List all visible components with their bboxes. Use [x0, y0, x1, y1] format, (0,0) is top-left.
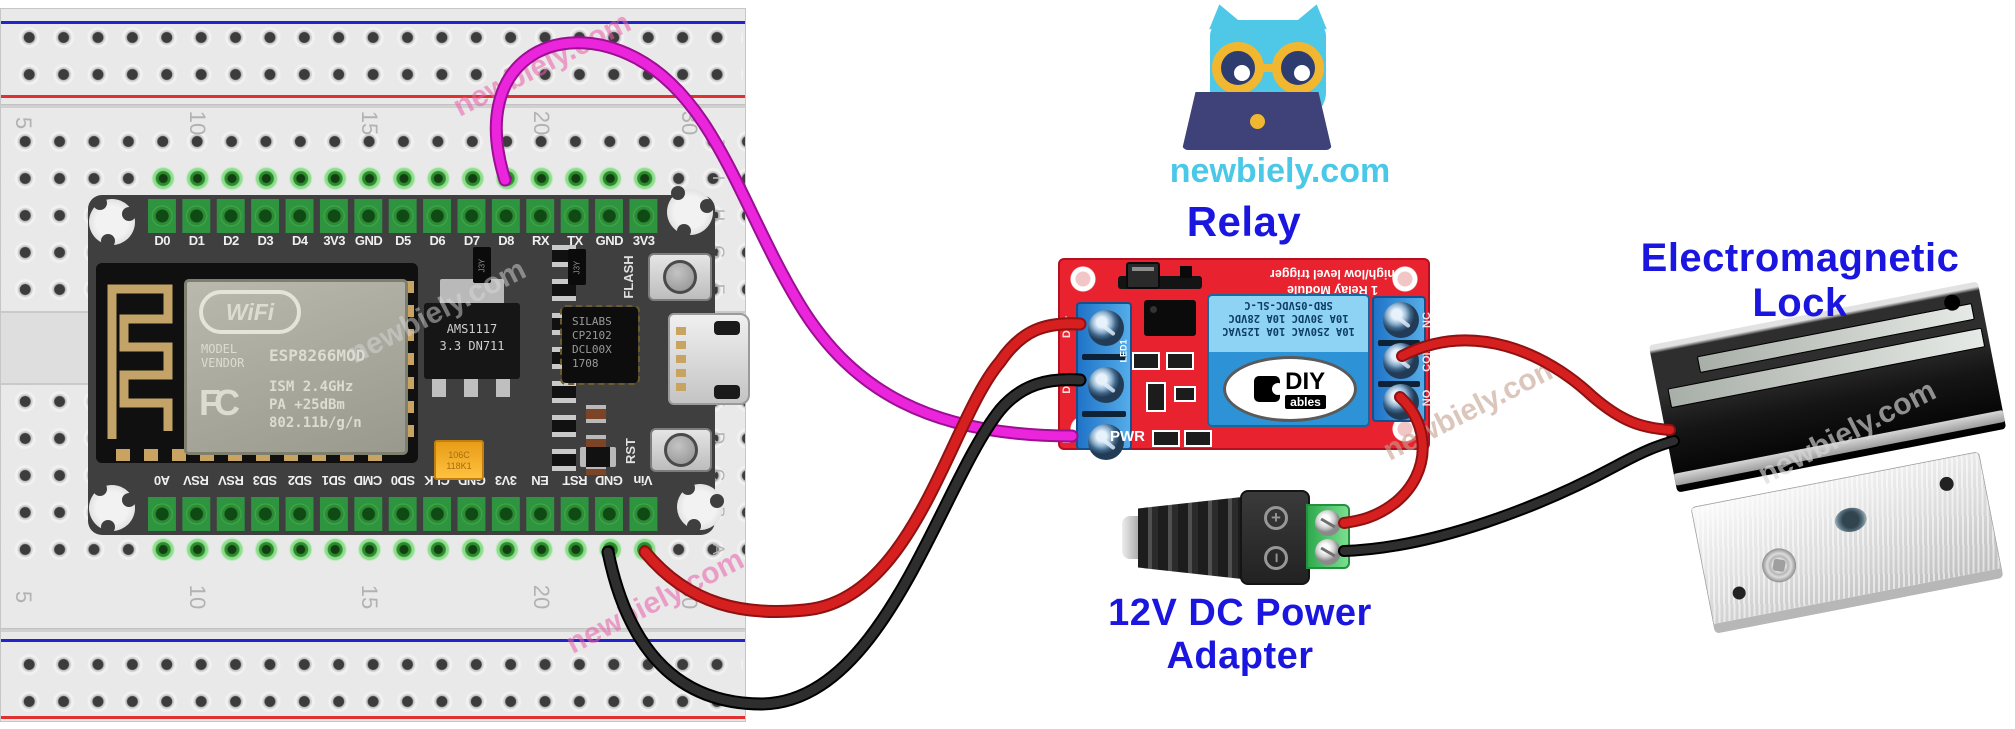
pin-label: D7 — [463, 233, 480, 248]
top-pin-pads — [145, 199, 661, 233]
usb-pin — [714, 321, 740, 335]
pcb-hole — [1392, 266, 1418, 292]
wifi-logo: WiFi — [199, 290, 301, 334]
di-symbol — [1254, 376, 1285, 402]
pin-label: D2 — [223, 233, 239, 248]
lock-title: Electromagnetic Lock — [1640, 236, 1960, 325]
signal-wire-d8-to-in — [491, 38, 1077, 441]
lock-red-wire-com-to-lock — [1398, 336, 1674, 434]
owl-glasses-left — [1212, 42, 1264, 94]
barrel-jack-ridges — [1138, 497, 1242, 579]
regulator-leg — [464, 379, 478, 397]
regulator-leg — [496, 379, 510, 397]
mounting-hole — [667, 186, 714, 238]
pin-label: RX — [531, 233, 550, 248]
smd-resistor — [1166, 352, 1194, 370]
regulator-leg — [432, 379, 446, 397]
usb-contact-fingers — [676, 327, 686, 391]
flash-button — [648, 253, 712, 301]
pin-label: 3V3 — [632, 233, 655, 248]
pin-label: GND — [354, 233, 383, 248]
polarity-minus-symbol: − — [1264, 546, 1288, 570]
regulator-tab — [440, 279, 504, 305]
smd-resistor — [1132, 352, 1160, 370]
smd-resistor — [1152, 430, 1180, 447]
wifi-antenna-trace — [107, 284, 173, 439]
brand-diy: DIY — [1285, 367, 1326, 395]
green-connected-row-top — [146, 160, 664, 197]
laptop-icon — [1182, 92, 1332, 150]
terminal-screw-dc-plus — [1088, 310, 1124, 346]
barrel-jack-body: + − — [1240, 490, 1310, 585]
mounting-hole — [89, 196, 136, 248]
relay-title: Relay — [1186, 198, 1302, 245]
newbiely-logo: newbiely.com — [1170, 0, 1400, 196]
ground-wire-gnd-to-dcminus — [603, 375, 1085, 709]
pin-label: D1 — [188, 233, 205, 248]
usb-pin — [714, 385, 740, 399]
module-name: ESP8266MOD — [269, 346, 366, 365]
adapter-title: 12V DC Power Adapter — [1108, 592, 1372, 677]
pin-label: D4 — [291, 233, 308, 248]
bottom-rail-red-line — [1, 716, 745, 719]
terminal-screw-dc-minus — [1088, 367, 1124, 403]
terminal-screw-in — [1088, 424, 1124, 460]
terminal-screw-nc — [1383, 302, 1419, 338]
power-wire-outline — [638, 317, 1087, 619]
relay-cube: 10A 250VAC 10A 125VAC 10A 30VDC 10A 28VD… — [1207, 294, 1370, 427]
trigger-select-jumper — [1118, 260, 1202, 294]
owl-glasses-right — [1272, 42, 1324, 94]
pin-label: TX — [567, 233, 583, 248]
adapter-screw-minus — [1315, 539, 1341, 565]
pcb-hole — [1070, 266, 1096, 292]
bottom-pin-pads — [145, 497, 661, 531]
smd-diode — [1174, 386, 1196, 402]
pin-label: GND — [595, 233, 624, 248]
adapter-red-wire-no-to-plus — [1340, 393, 1427, 527]
smd-resistor — [1146, 382, 1166, 412]
logo-site-text: newbiely.com — [1169, 152, 1391, 190]
green-connected-row-bottom — [146, 531, 664, 568]
pin-label: 3V3 — [323, 233, 345, 248]
pin-label: D6 — [429, 233, 446, 248]
adapter-screw-plus — [1315, 510, 1341, 536]
optocoupler-chip — [1144, 300, 1196, 336]
transistor: J3Y — [473, 247, 491, 283]
bottom-rail-blue-line — [1, 639, 745, 642]
bottom-divider — [1, 628, 745, 632]
top-rail-red-line — [1, 95, 745, 98]
micro-usb-connector — [668, 313, 750, 405]
polarity-plus-symbol: + — [1264, 506, 1288, 530]
top-divider — [1, 104, 745, 108]
mounting-hole — [677, 481, 724, 533]
lock-black-wire-minus-to-lock — [1340, 437, 1678, 555]
pwr-label: PWR — [1110, 428, 1145, 445]
diyables-logo: DIY ables — [1223, 356, 1357, 422]
barrel-jack-tip — [1122, 516, 1142, 559]
smd-resistor — [1184, 430, 1212, 447]
transistor: J3Y — [568, 249, 586, 285]
power-wire-vin-to-dcplus — [640, 319, 1085, 617]
smd-diode — [580, 447, 616, 467]
nodemcu-esp8266-board: D0 D1 D2 D3 D4 3V3 GND D5 D6 D7 D8 RX TX… — [88, 186, 750, 535]
bottom-power-rail-holes — [5, 646, 743, 720]
pin-label: D5 — [395, 233, 411, 248]
top-pin-labels: D0 D1 D2 D3 D4 3V3 GND D5 D6 D7 D8 RX TX… — [145, 233, 661, 248]
pin-label: D8 — [498, 233, 514, 248]
pin-label: D0 — [154, 233, 170, 248]
rst-button — [650, 428, 712, 472]
brand-ables: ables — [1285, 394, 1326, 409]
mounting-hole — [89, 482, 136, 534]
pin-label: D3 — [257, 233, 274, 248]
